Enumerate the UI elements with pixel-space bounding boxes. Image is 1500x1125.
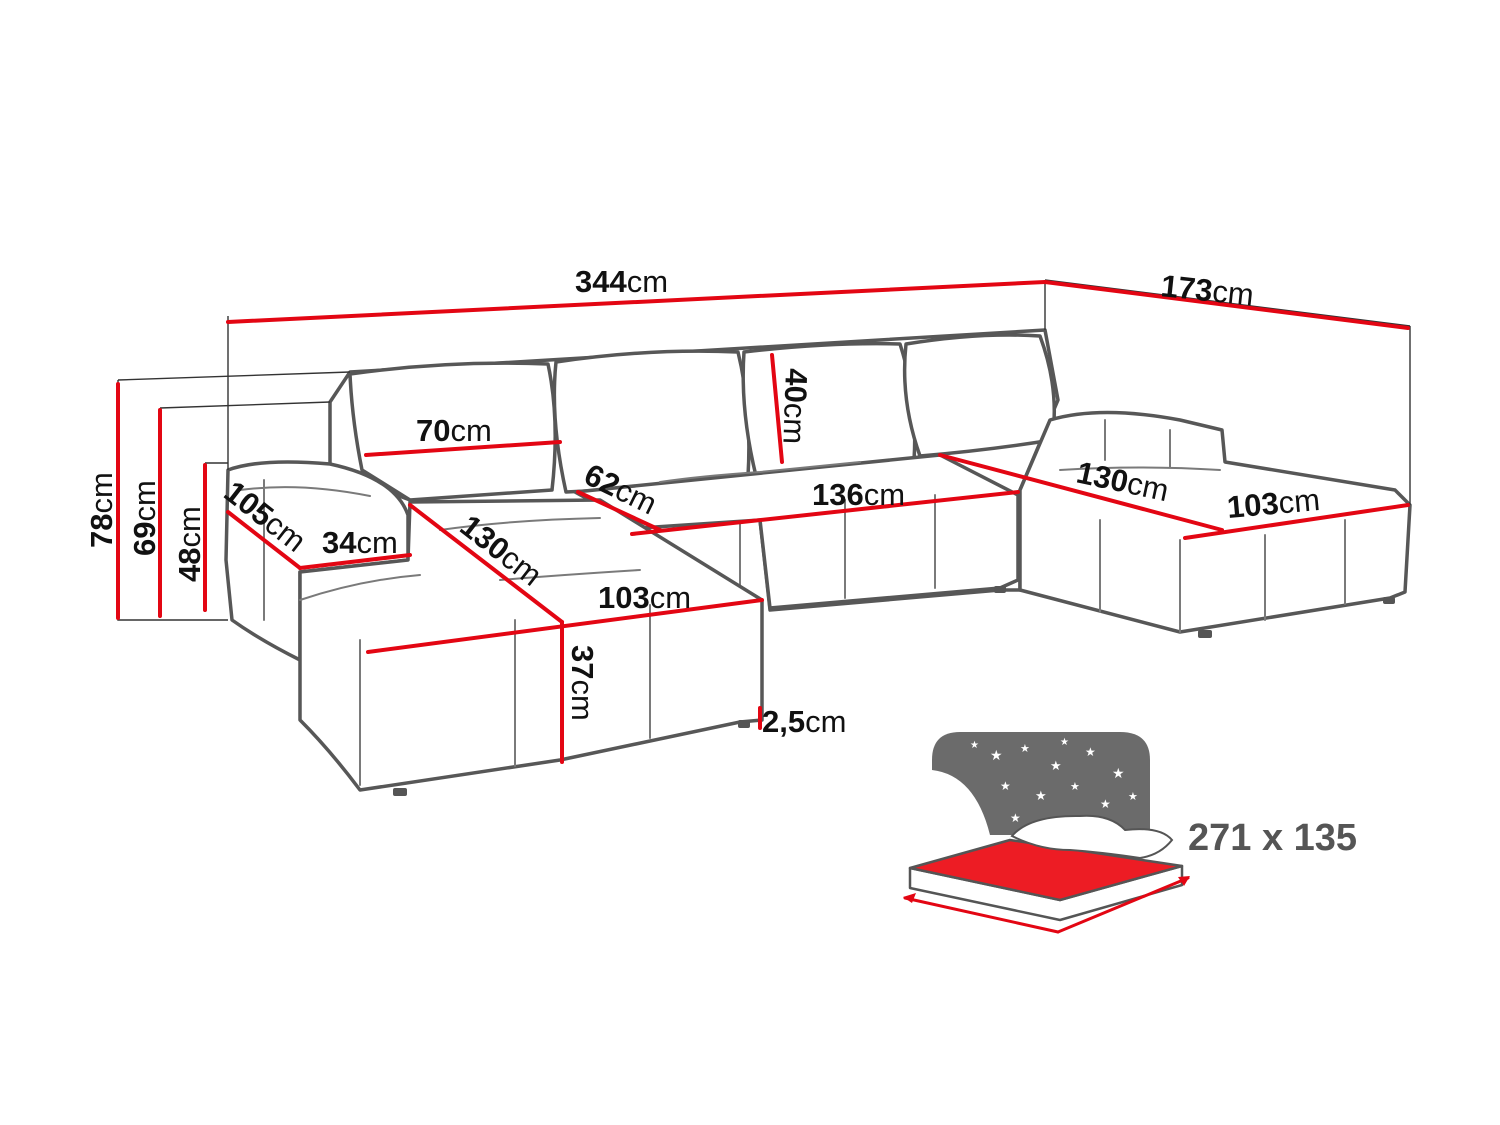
- label-173: 173cm: [1159, 268, 1255, 313]
- dimension-lines: [116, 280, 1410, 764]
- svg-text:★: ★: [1035, 788, 1047, 803]
- label-70: 70cm: [416, 413, 492, 448]
- svg-text:★: ★: [1010, 811, 1021, 825]
- pillow-icon: [1010, 814, 1174, 860]
- stars-icon: ★★ ★★ ★★ ★★ ★★ ★★ ★★: [955, 737, 1138, 825]
- dim-line-70: [364, 440, 562, 457]
- sleeping-area-size: 271 x 135: [1188, 817, 1357, 859]
- label-34: 34cm: [322, 525, 398, 560]
- svg-text:★: ★: [1060, 737, 1069, 748]
- label-78: 78cm: [84, 472, 119, 548]
- dim-line-173: [1043, 280, 1410, 330]
- night-sky-icon: [932, 732, 1150, 835]
- label-40: 40cm: [776, 368, 814, 445]
- svg-text:★: ★: [1128, 791, 1138, 803]
- dim-line-103-right: [1183, 503, 1410, 540]
- dim-line-62: [576, 490, 662, 532]
- svg-text:★: ★: [1100, 797, 1111, 811]
- dim-line-105: [226, 510, 302, 570]
- svg-text:★: ★: [1020, 743, 1030, 755]
- dim-line-103-left: [366, 598, 764, 654]
- dim-line-344: [226, 280, 1047, 324]
- left-chaise: [298, 498, 764, 792]
- dim-line-34: [298, 553, 412, 570]
- sofa-foot: [994, 586, 1006, 593]
- svg-text:★: ★: [1000, 779, 1011, 793]
- sofa-foot: [1383, 597, 1395, 604]
- sofa-foot: [1198, 630, 1212, 638]
- svg-text:★: ★: [1085, 745, 1096, 759]
- svg-text:★: ★: [1050, 758, 1062, 773]
- sleeping-function-icon: ★★ ★★ ★★ ★★ ★★ ★★ ★★: [903, 732, 1190, 934]
- svg-text:★: ★: [955, 809, 965, 821]
- svg-text:★: ★: [970, 740, 979, 751]
- svg-text:★: ★: [990, 747, 1003, 763]
- label-103-right: 103cm: [1226, 482, 1322, 525]
- label-2-5: 2,5cm: [762, 704, 846, 739]
- back-cushion-2: [552, 349, 751, 494]
- label-344: 344cm: [575, 264, 668, 299]
- sofa-foot: [738, 720, 750, 728]
- dim-line-136: [630, 490, 1020, 536]
- back-cushion-4: [902, 333, 1057, 458]
- sofa-foot: [393, 788, 407, 796]
- label-48: 48cm: [172, 506, 207, 582]
- left-armrest: [224, 460, 410, 662]
- back-cushion-3: [741, 341, 917, 478]
- mattress-icon: [908, 838, 1184, 902]
- svg-text:★: ★: [1070, 781, 1080, 793]
- dim-line-40: [770, 353, 784, 464]
- right-chaise: [1018, 410, 1412, 634]
- svg-text:★: ★: [1112, 765, 1125, 781]
- label-69: 69cm: [127, 480, 162, 556]
- label-136: 136cm: [812, 477, 905, 512]
- sofa-illustration: [224, 328, 1412, 796]
- label-103-left: 103cm: [598, 580, 691, 615]
- dim-line-130-left: [408, 503, 564, 624]
- label-37: 37cm: [565, 645, 600, 721]
- dim-line-130-right: [938, 453, 1224, 532]
